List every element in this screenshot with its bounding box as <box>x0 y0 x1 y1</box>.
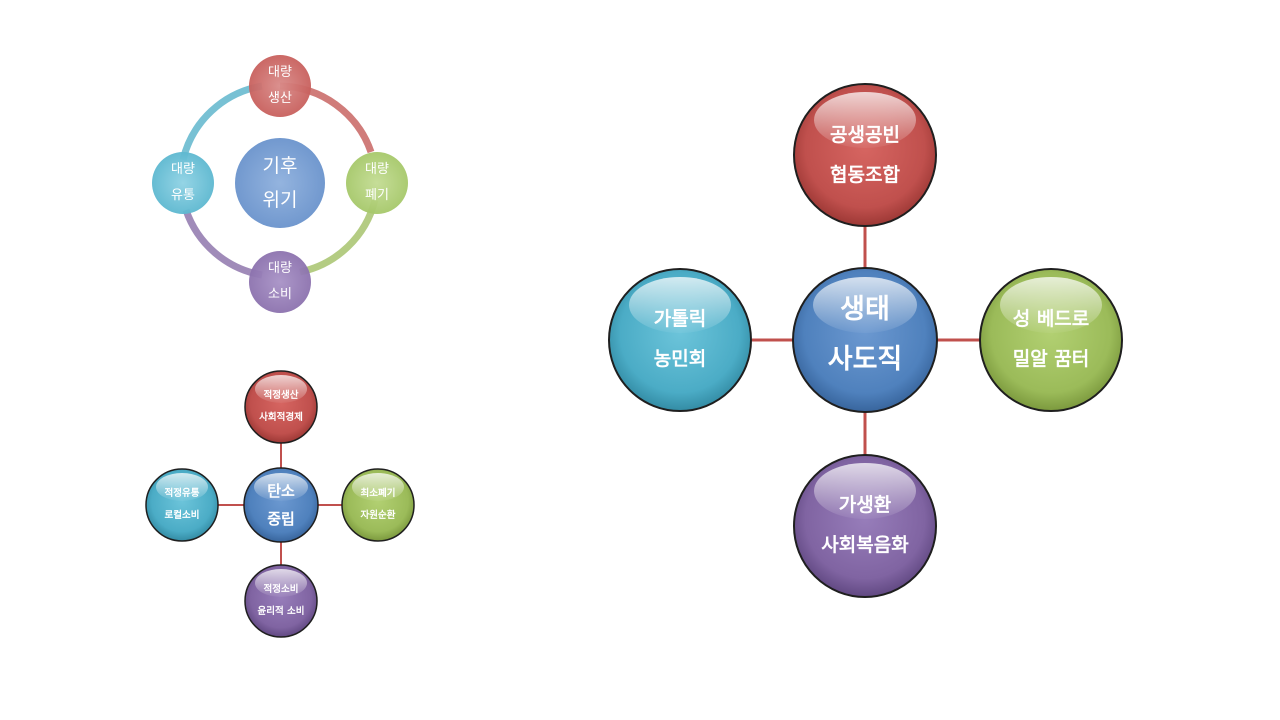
large-center-node <box>792 267 938 413</box>
large-left-line1: 가톨릭 <box>653 308 707 330</box>
large-bottom-node <box>793 454 937 598</box>
cycle-center-line2: 위기 <box>262 189 298 211</box>
small-top-line1: 적정생산 <box>263 390 299 401</box>
large-bottom-line2: 사회복음화 <box>821 534 909 556</box>
small-right-line1: 최소폐기 <box>360 488 396 499</box>
cycle-bottom-line2: 소비 <box>268 287 292 302</box>
cycle-top-label: 대량 생산 <box>240 60 320 112</box>
cycle-left-line1: 대량 <box>171 162 195 177</box>
small-center-label: 탄소 중립 <box>241 477 321 533</box>
cycle-center-line1: 기후 <box>262 155 298 177</box>
cycle-top-line1: 대량 <box>268 65 292 80</box>
small-right-line2: 자원순환 <box>360 510 396 521</box>
small-connectors <box>217 440 343 566</box>
large-top-line1: 공생공빈 <box>830 124 900 146</box>
cycle-top-line2: 생산 <box>268 91 292 106</box>
cycle-left-node <box>152 152 214 214</box>
small-right-label: 최소폐기 자원순환 <box>333 483 423 527</box>
large-bottom-label: 가생환 사회복음화 <box>795 485 935 565</box>
small-center-node <box>243 467 319 543</box>
large-connectors <box>752 226 980 455</box>
cycle-right-line2: 폐기 <box>365 188 389 203</box>
small-left-label: 적정유통 로컬소비 <box>137 483 227 527</box>
large-right-line1: 성 베드로 <box>1012 308 1090 330</box>
large-right-node <box>979 268 1123 412</box>
cycle-bottom-node <box>249 251 311 313</box>
large-right-label: 성 베드로 밀알 꿈터 <box>981 299 1121 379</box>
large-center-line1: 생태 <box>840 294 890 325</box>
small-left-node <box>145 468 219 542</box>
large-radial-diagram <box>608 83 1123 598</box>
cycle-left-label: 대량 유통 <box>143 157 223 209</box>
large-top-label: 공생공빈 협동조합 <box>795 115 935 195</box>
small-left-line1: 적정유통 <box>164 488 200 499</box>
large-center-label: 생태 사도직 <box>795 285 935 385</box>
small-left-line2: 로컬소비 <box>164 510 200 521</box>
large-top-line2: 협동조합 <box>830 164 900 186</box>
small-center-line1: 탄소 <box>267 482 295 500</box>
cycle-right-node <box>346 152 408 214</box>
small-right-node <box>341 468 415 542</box>
large-center-line2: 사도직 <box>827 344 903 375</box>
large-bottom-line1: 가생환 <box>838 494 892 516</box>
small-bottom-node <box>244 564 318 638</box>
cycle-bottom-label: 대량 소비 <box>240 256 320 308</box>
small-radial-diagram <box>145 370 415 638</box>
cycle-left-line2: 유통 <box>171 188 195 203</box>
cycle-top-node <box>249 55 311 117</box>
cycle-bottom-line1: 대량 <box>268 261 292 276</box>
small-top-label: 적정생산 사회적경제 <box>236 385 326 429</box>
cycle-center-node <box>235 138 325 228</box>
large-left-node <box>608 268 752 412</box>
small-center-line2: 중립 <box>267 510 295 528</box>
large-top-node <box>793 83 937 227</box>
small-bottom-label: 적정소비 윤리적 소비 <box>236 579 326 623</box>
small-top-node <box>244 370 318 444</box>
cycle-right-line1: 대량 <box>365 162 389 177</box>
cycle-diagram <box>152 55 408 313</box>
large-right-line2: 밀알 꿈터 <box>1012 348 1090 370</box>
small-bottom-line1: 적정소비 <box>263 584 299 595</box>
large-left-label: 가톨릭 농민회 <box>610 299 750 379</box>
cycle-right-label: 대량 폐기 <box>337 157 417 209</box>
large-left-line2: 농민회 <box>653 348 707 370</box>
cycle-center-label: 기후 위기 <box>230 149 330 217</box>
small-bottom-line2: 윤리적 소비 <box>257 606 305 617</box>
small-top-line2: 사회적경제 <box>259 412 303 423</box>
